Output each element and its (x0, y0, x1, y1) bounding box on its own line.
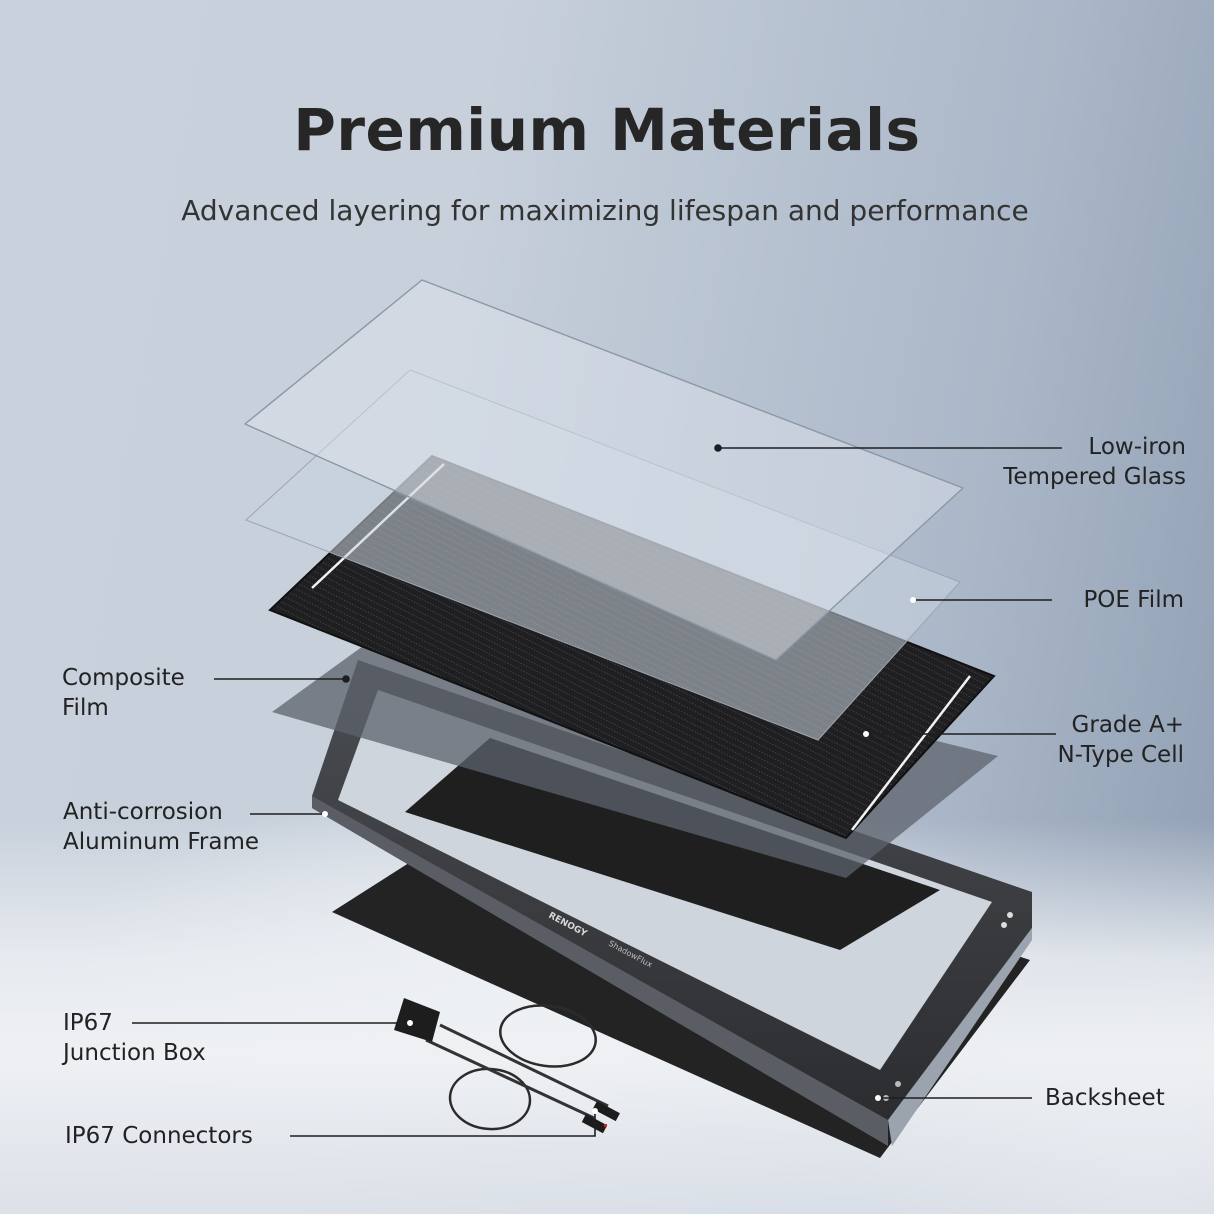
label-n-type-cell: Grade A+ N-Type Cell (1057, 712, 1184, 768)
label-junction-box: IP67 Junction Box (63, 1010, 206, 1066)
leader-lines (132, 444, 1062, 1137)
tempered-glass-layer (243, 279, 965, 661)
label-connectors: IP67 Connectors (65, 1123, 253, 1149)
label-poe-film: POE Film (1083, 587, 1184, 613)
junction-box-assembly (394, 998, 620, 1134)
label-composite-film: Composite Film (62, 665, 185, 721)
connector-icon (592, 1101, 620, 1122)
aluminum-frame-layer: RENOGY ShadowFlux (312, 660, 1032, 1146)
label-tempered-glass: Low-iron Tempered Glass (1003, 434, 1186, 490)
poe-film-layer (245, 369, 961, 741)
junction-box-icon (394, 998, 440, 1042)
page-subtitle: Advanced layering for maximizing lifespa… (181, 194, 1029, 227)
label-backsheet: Backsheet (1045, 1085, 1165, 1111)
page-title: Premium Materials (293, 96, 921, 164)
label-aluminum-frame: Anti-corrosion Aluminum Frame (63, 799, 260, 855)
